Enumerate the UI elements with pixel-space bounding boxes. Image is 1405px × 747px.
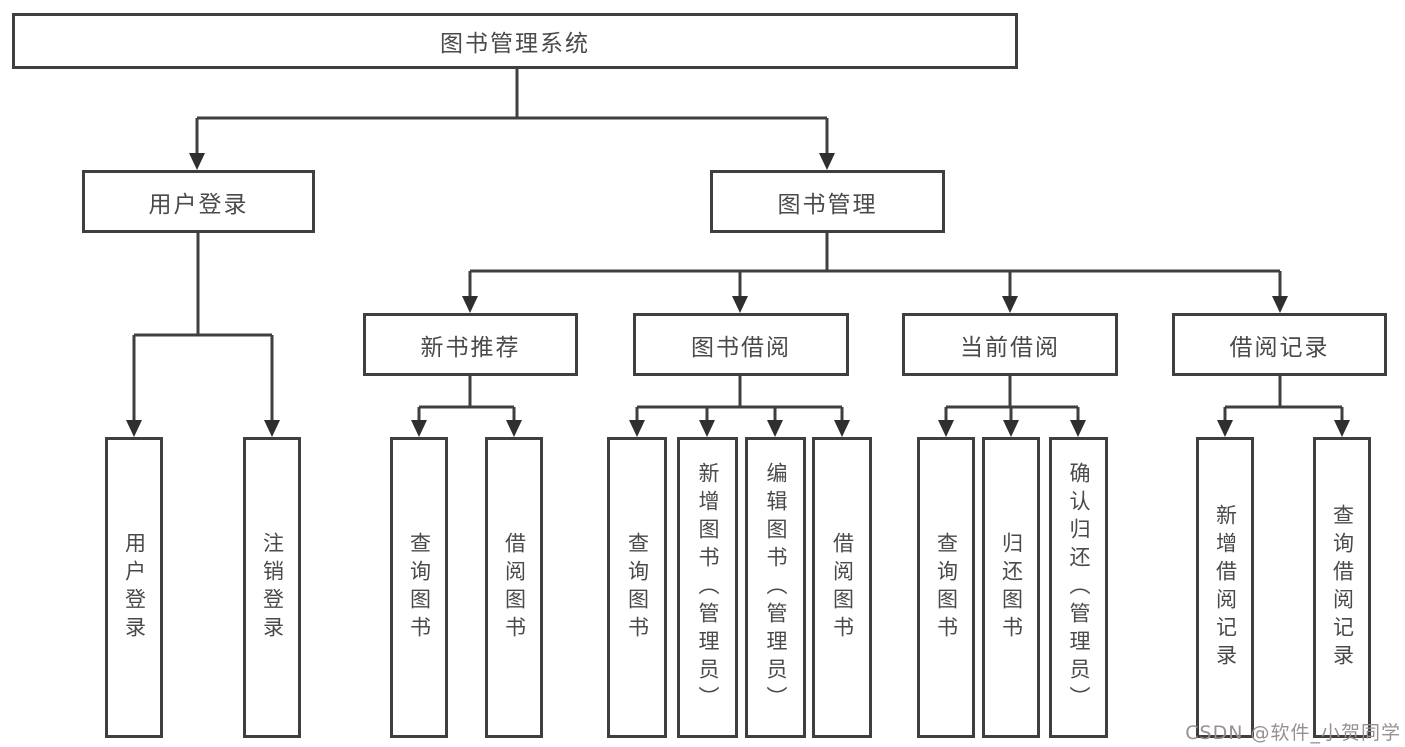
leaf-edit-books-admin: 编辑图书（管理员） — [745, 437, 806, 738]
node-current-borrowing: 当前借阅 — [902, 313, 1118, 376]
leaf-add-borrow-record: 新增借阅记录 — [1196, 437, 1254, 738]
node-borrowing-records: 借阅记录 — [1172, 313, 1387, 376]
leaf-borrow-books-2: 借阅图书 — [812, 437, 872, 738]
watermark: CSDN @软件_小贺同学 — [1185, 722, 1401, 744]
node-book-borrowing: 图书借阅 — [633, 313, 849, 376]
leaf-confirm-return-admin: 确认归还（管理员） — [1049, 437, 1108, 738]
leaf-borrow-books-1: 借阅图书 — [485, 437, 543, 738]
node-new-book-recommend: 新书推荐 — [363, 313, 578, 376]
leaf-user-login: 用户登录 — [105, 437, 163, 738]
leaf-query-books-1: 查询图书 — [390, 437, 448, 738]
node-root: 图书管理系统 — [12, 13, 1018, 69]
leaf-query-borrow-record: 查询借阅记录 — [1313, 437, 1371, 738]
node-user-login: 用户登录 — [82, 170, 315, 233]
node-book-management: 图书管理 — [710, 170, 945, 233]
leaf-query-books-3: 查询图书 — [917, 437, 975, 738]
leaf-return-books: 归还图书 — [982, 437, 1040, 738]
leaf-logout: 注销登录 — [243, 437, 301, 738]
leaf-add-books-admin: 新增图书（管理员） — [677, 437, 738, 738]
leaf-query-books-2: 查询图书 — [607, 437, 667, 738]
